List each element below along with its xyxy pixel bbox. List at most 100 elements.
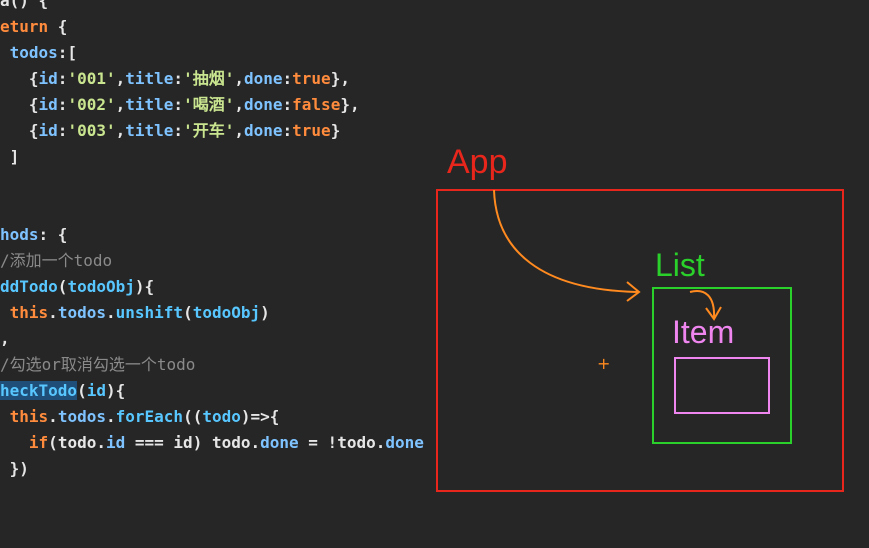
code-token: id [173,433,193,452]
code-token: : [173,69,184,88]
arrowhead-app-to-list [626,281,641,302]
code-line[interactable]: a() { [0,0,48,14]
code-line[interactable]: ] [0,144,20,170]
item-label: Item [672,314,735,350]
code-token: todos [57,407,106,426]
code-line[interactable]: /添加一个todo [0,248,112,274]
code-token: ( [57,277,68,296]
app-box [436,189,844,492]
code-line[interactable]: this.todos.unshift(todoObj) [0,300,270,326]
code-token: ) [192,433,212,452]
code-token: todos [0,43,58,62]
code-token: false [292,95,341,114]
code-token: /添加一个todo [0,251,113,270]
code-token: : [282,121,293,140]
code-token: :[ [57,43,78,62]
code-token: forEach [115,407,184,426]
code-token: id [38,121,58,140]
code-token: title [125,95,174,114]
code-token: id [86,381,106,400]
code-token: : [173,95,184,114]
code-token: , [234,69,244,88]
code-token: hods [0,225,39,244]
code-token: id [105,433,126,452]
code-token: { [0,69,39,88]
code-token: : [57,121,68,140]
code-token: ( [48,433,58,452]
arrow-list-to-item [689,290,716,319]
code-token: this [0,407,49,426]
code-token: done [243,69,283,88]
code-token: )=>{ [240,407,280,426]
code-line[interactable]: {id:'001',title:'抽烟',done:true}, [0,66,350,92]
code-token: todoObj [192,303,261,322]
code-token: todos [57,303,106,322]
code-token: ){ [105,381,126,400]
code-token: todo [337,433,376,452]
code-token: ) [260,303,270,322]
code-token: this [0,303,49,322]
code-token: . [105,407,116,426]
code-line[interactable]: {id:'003',title:'开车',done:true} [0,118,340,144]
code-token: { [0,95,39,114]
code-token: } [330,121,341,140]
code-token: heckTodo [0,381,78,400]
code-token: : [57,69,68,88]
code-token: . [96,433,106,452]
code-token: . [250,433,261,452]
code-token: ] [0,147,20,166]
code-token: ( [183,303,193,322]
code-token: ( [77,381,87,400]
code-token: '喝酒' [183,95,235,114]
code-token: eturn [0,17,49,36]
code-token: done [385,433,424,452]
code-token: : { [38,225,68,244]
code-line[interactable]: todos:[ [0,40,77,66]
code-token: }) [0,459,29,478]
code-line[interactable]: eturn { [0,14,67,40]
code-token: todo [57,433,97,452]
code-line[interactable]: ddTodo(todoObj){ [0,274,154,300]
code-line[interactable]: this.todos.forEach((todo)=>{ [0,404,280,430]
code-token: done [243,95,283,114]
code-token: . [105,303,116,322]
code-token: , [0,329,10,348]
code-token: todo [211,433,251,452]
mouse-cursor: + [597,354,611,373]
code-token: . [48,303,58,322]
arrowhead-list-to-item [705,306,722,321]
code-token: . [48,407,58,426]
code-token: todoObj [67,277,135,296]
code-token: true [292,69,331,88]
code-token: '002' [67,95,116,114]
item-box [674,357,770,414]
code-token: ){ [134,277,155,296]
code-token: '开车' [183,121,235,140]
code-token: , [234,121,244,140]
code-token: ddTodo [0,277,58,296]
arrow-app-to-list [493,189,639,293]
code-token: { [0,121,39,140]
code-token: , [234,95,244,114]
code-line[interactable]: if(todo.id === id) todo.done = !todo.don… [0,430,424,456]
code-token: title [125,69,174,88]
code-line[interactable]: heckTodo(id){ [0,378,125,404]
code-line[interactable]: hods: { [0,222,67,248]
code-token: '001' [67,69,116,88]
code-token: id [38,95,58,114]
code-token: : [282,95,293,114]
code-token: . [375,433,386,452]
code-line[interactable]: /勾选or取消勾选一个todo [0,352,195,378]
code-token: done [243,121,283,140]
code-token: , [115,69,126,88]
list-box [652,287,792,444]
code-token: === [125,433,174,452]
code-token: , [115,95,126,114]
code-token: /勾选or取消勾选一个todo [0,355,196,374]
code-line[interactable]: }) [0,456,29,482]
code-line[interactable]: {id:'002',title:'喝酒',done:false}, [0,92,360,118]
code-token: { [48,17,68,36]
code-line[interactable]: , [0,326,10,352]
